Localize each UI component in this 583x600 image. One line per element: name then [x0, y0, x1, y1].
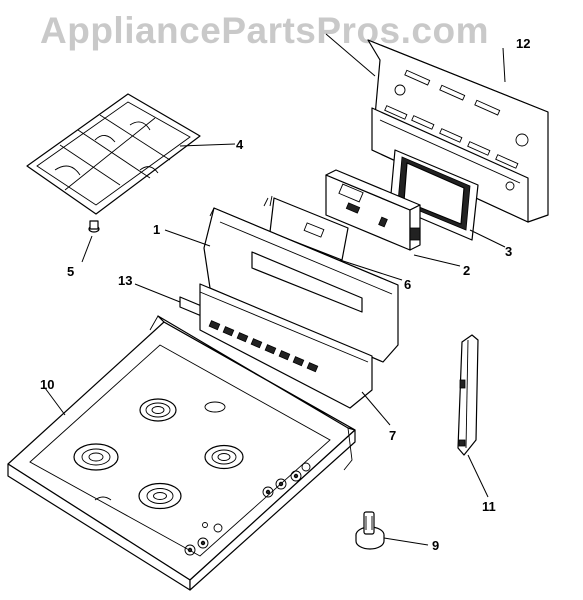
- callout-5: 5: [67, 264, 74, 279]
- part-10-cooktop: [7, 315, 356, 591]
- part-2-control-module: [325, 169, 421, 251]
- watermark: AppliancePartsPros.com: [40, 10, 489, 51]
- part-3-bezel: [389, 149, 479, 241]
- burner-front-right: [138, 482, 182, 510]
- part-4-burner-grate: [26, 93, 201, 215]
- callout-3: 3: [505, 244, 512, 259]
- burner-rear-right: [204, 444, 244, 470]
- part-11-end-cap: [457, 334, 479, 456]
- callout-4: 4: [236, 137, 244, 152]
- callout-13: 13: [118, 273, 132, 288]
- burner-front-left: [73, 443, 119, 471]
- callout-9: 9: [432, 538, 439, 553]
- callout-7: 7: [389, 428, 396, 443]
- part-7-switch-panel: [199, 283, 373, 409]
- part-5-grommet: [88, 220, 100, 233]
- knob-cluster: [184, 462, 311, 556]
- callout-2: 2: [463, 263, 470, 278]
- callout-10: 10: [40, 377, 54, 392]
- callout-1: 1: [153, 222, 160, 237]
- part-6-overlay: [263, 195, 349, 261]
- leader-lines: [44, 33, 506, 546]
- callout-11: 11: [482, 499, 496, 514]
- callout-12: 12: [516, 36, 530, 51]
- burner-rear-left: [139, 398, 177, 422]
- callout-labels: 1 2 3 4 5 6 7 9 10 11 12 13: [40, 36, 530, 553]
- part-12-back-panel: [367, 39, 549, 223]
- callout-6: 6: [404, 277, 411, 292]
- part-1-control-panel: [203, 207, 399, 363]
- part-9-control-knob: [355, 511, 385, 550]
